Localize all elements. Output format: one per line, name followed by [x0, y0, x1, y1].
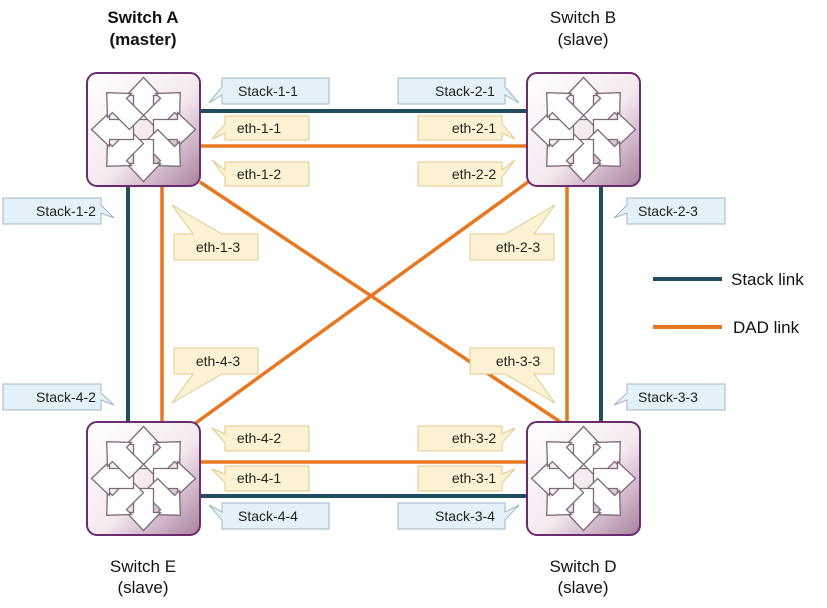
label-eth-2-3: eth-2-3: [496, 239, 541, 255]
callout-eth-4-1: [211, 465, 310, 492]
legend-stack-label: Stack link: [731, 270, 804, 289]
callout-stack-4-2: [2, 383, 115, 411]
label-eth-2-2: eth-2-2: [452, 166, 497, 182]
switch-a-role: (master): [109, 30, 176, 49]
callout-eth-1-3: [171, 204, 259, 261]
legend: Stack link DAD link: [653, 270, 804, 337]
callout-eth-2-1: [417, 115, 516, 141]
switch-d-name: Switch D: [549, 557, 616, 576]
label-stack-2-3: Stack-2-3: [638, 203, 698, 219]
callout-stack-3-3: [613, 383, 726, 411]
callout-stack-4-4: [208, 502, 330, 530]
callout-stack-2-1: [397, 77, 520, 105]
callout-eth-4-2: [211, 425, 310, 452]
callout-stack-1-2: [2, 197, 115, 225]
label-stack-1-1: Stack-1-1: [238, 83, 298, 99]
label-stack-4-4: Stack-4-4: [238, 508, 298, 524]
label-stack-3-4: Stack-3-4: [435, 508, 495, 524]
callout-stack-3-4: [397, 502, 520, 530]
switch-a: [86, 72, 201, 187]
label-stack-2-1: Stack-2-1: [435, 83, 495, 99]
switch-b-name: Switch B: [550, 8, 616, 27]
label-stack-1-2: Stack-1-2: [36, 203, 96, 219]
switch-e-name: Switch E: [110, 557, 176, 576]
label-stack-3-3: Stack-3-3: [638, 389, 698, 405]
label-eth-4-2: eth-4-2: [237, 430, 282, 446]
callout-eth-1-1: [211, 115, 310, 141]
callout-eth-3-2: [417, 425, 516, 452]
callout-eth-2-3: [469, 204, 556, 261]
switch-d-role: (slave): [557, 578, 608, 597]
callout-stack-1-1: [208, 77, 330, 105]
label-eth-4-1: eth-4-1: [237, 470, 282, 486]
label-eth-2-1: eth-2-1: [452, 120, 497, 136]
switch-b-role: (slave): [557, 30, 608, 49]
callout-eth-3-3: [469, 347, 556, 404]
callout-eth-1-2: [211, 159, 310, 187]
label-eth-1-2: eth-1-2: [237, 166, 282, 182]
label-eth-1-1: eth-1-1: [237, 120, 282, 136]
switch-a-name: Switch A: [107, 8, 178, 27]
callout-eth-3-1: [417, 465, 516, 492]
callout-eth-2-2: [417, 159, 516, 187]
callout-stack-2-3: [613, 197, 726, 225]
switch-b: [526, 72, 641, 187]
legend-dad-label: DAD link: [733, 318, 800, 337]
label-eth-3-3: eth-3-3: [496, 353, 541, 369]
dad-link-a-d: [199, 180, 566, 427]
label-eth-4-3: eth-4-3: [196, 353, 241, 369]
label-stack-4-2: Stack-4-2: [36, 389, 96, 405]
switch-d: [526, 421, 641, 536]
label-eth-1-3: eth-1-3: [196, 239, 241, 255]
callout-eth-4-3: [171, 347, 259, 404]
label-eth-3-2: eth-3-2: [452, 430, 497, 446]
dad-link-b-e: [191, 180, 530, 427]
switch-e-role: (slave): [117, 578, 168, 597]
switch-e: [86, 421, 201, 536]
label-eth-3-1: eth-3-1: [452, 470, 497, 486]
